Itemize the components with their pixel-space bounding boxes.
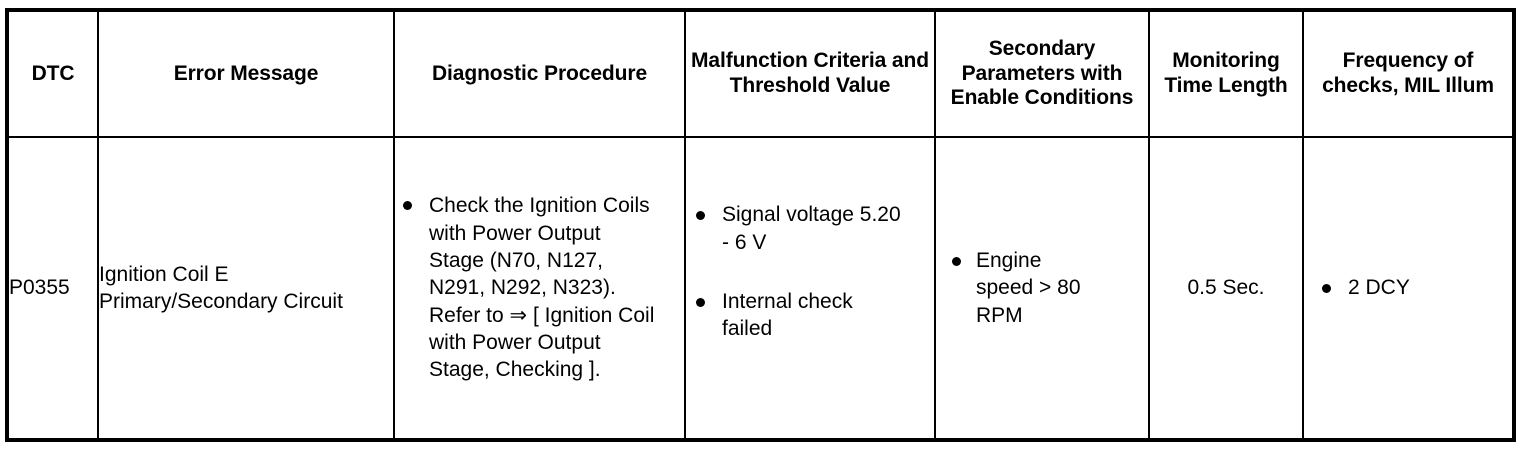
column-header-dtc: DTC [6,9,99,138]
diagnostic-procedure-list: Check the Ignition Coils with Power Outp… [395,192,684,383]
cell-error-message: Ignition Coil E Primary/Secondary Circui… [97,136,395,441]
bullet-dot-icon [696,298,705,307]
cell-secondary-parameters: Engine speed > 80 RPM [934,136,1150,441]
error-message-value: Ignition Coil E Primary/Secondary Circui… [99,262,343,313]
frequency-of-checks-item-0: 2 DCY [1348,276,1410,300]
column-header-secondary-parameters: Secondary Parameters with Enable Conditi… [934,9,1150,138]
column-header-diagnostic-procedure: Diagnostic Procedure [393,9,686,138]
table-header-row: DTC Error Message Diagnostic Procedure M… [6,9,1515,138]
table-header: DTC Error Message Diagnostic Procedure M… [6,9,1515,138]
list-item: 2 DCY [1304,274,1512,301]
malfunction-criteria-item-0: Signal voltage 5.20 - 6 V [722,203,901,254]
column-header-monitoring-time-length: Monitoring Time Length [1148,9,1304,138]
list-item: Engine speed > 80 RPM [936,247,1148,329]
list-item: Signal voltage 5.20 - 6 V [686,201,934,256]
diagnostic-procedure-item-0: Check the Ignition Coils with Power Outp… [429,194,655,382]
malfunction-criteria-list: Signal voltage 5.20 - 6 V Internal check… [686,201,934,342]
malfunction-criteria-item-1: Internal check failed [722,290,853,341]
column-header-diagnostic-procedure-label: Diagnostic Procedure [431,61,648,85]
frequency-of-checks-list: 2 DCY [1304,274,1512,301]
column-header-error-message: Error Message [97,9,395,138]
list-item: Internal check failed [686,288,934,343]
column-header-malfunction-criteria-label: Malfunction Criteria and Threshold Value [691,49,929,97]
bullet-dot-icon [952,257,961,267]
column-header-frequency-of-checks-label: Frequency of checks, MIL Illum [1322,49,1494,97]
secondary-parameters-item-0: Engine speed > 80 RPM [976,249,1081,327]
cell-malfunction-criteria: Signal voltage 5.20 - 6 V Internal check… [684,136,936,441]
table-row: P0355 Ignition Coil E Primary/Secondary … [6,136,1515,441]
column-header-error-message-label: Error Message [173,61,319,85]
cell-frequency-of-checks: 2 DCY [1302,136,1515,441]
column-header-malfunction-criteria: Malfunction Criteria and Threshold Value [684,9,936,138]
table-body: P0355 Ignition Coil E Primary/Secondary … [6,136,1515,441]
bullet-dot-icon [1322,284,1331,294]
dtc-code-value: P0355 [9,276,70,300]
column-header-dtc-label: DTC [31,61,75,85]
secondary-parameters-list: Engine speed > 80 RPM [936,247,1148,329]
dtc-diagnostics-table: DTC Error Message Diagnostic Procedure M… [5,8,1516,442]
cell-dtc-code: P0355 [6,136,99,441]
monitoring-time-length-value: 0.5 Sec. [1187,276,1265,300]
cell-monitoring-time-length: 0.5 Sec. [1148,136,1304,441]
column-header-frequency-of-checks: Frequency of checks, MIL Illum [1302,9,1515,138]
bullet-dot-icon [403,201,412,211]
column-header-monitoring-time-length-label: Monitoring Time Length [1164,49,1288,97]
bullet-dot-icon [696,211,705,221]
cell-diagnostic-procedure: Check the Ignition Coils with Power Outp… [393,136,686,441]
column-header-secondary-parameters-label: Secondary Parameters with Enable Conditi… [950,36,1134,110]
list-item: Check the Ignition Coils with Power Outp… [395,192,684,383]
